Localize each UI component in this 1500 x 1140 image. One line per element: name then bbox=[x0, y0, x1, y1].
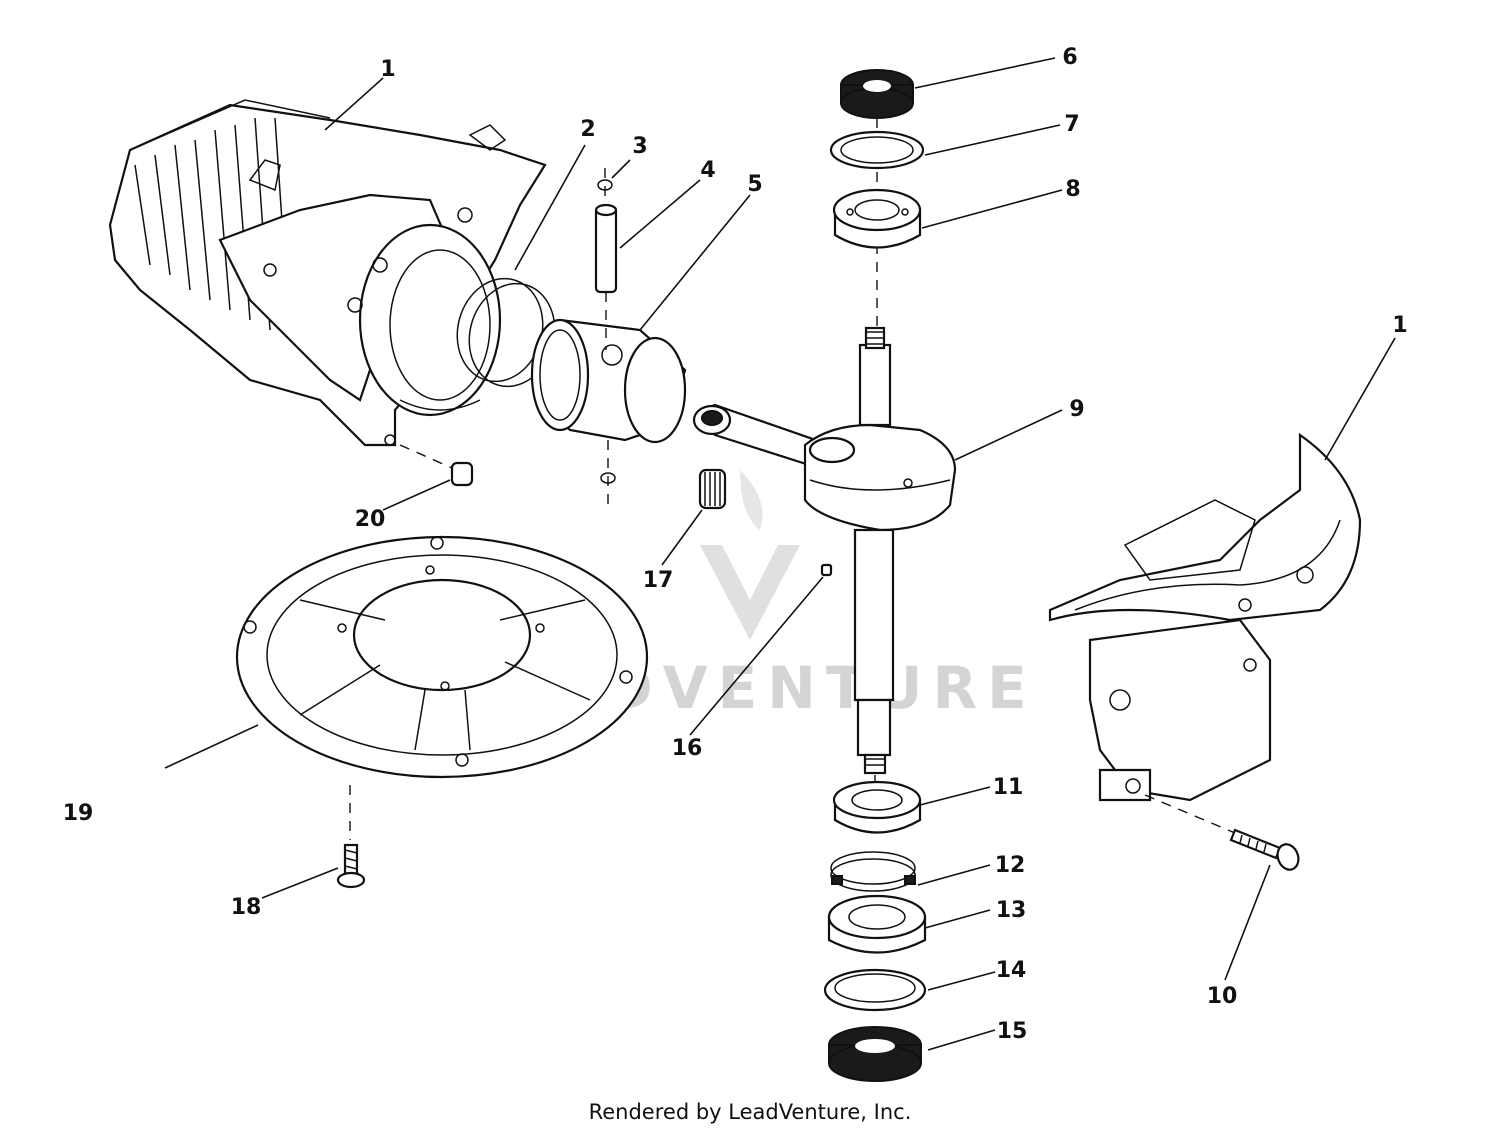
piston-pin-clips bbox=[597, 168, 616, 510]
callout-16: 16 bbox=[672, 736, 703, 761]
callout-1-crankcase-cover: 1 bbox=[1392, 313, 1407, 338]
callout-9: 9 bbox=[1069, 397, 1084, 422]
rendered-by-credit: Rendered by LeadVenture, Inc. bbox=[588, 1100, 912, 1124]
gasket-screw bbox=[336, 785, 366, 889]
callout-10: 10 bbox=[1207, 984, 1238, 1009]
callout-20: 20 bbox=[355, 507, 386, 532]
callout-15: 15 bbox=[997, 1019, 1028, 1044]
callout-11: 11 bbox=[993, 775, 1024, 800]
engine-block-left bbox=[108, 99, 547, 447]
top-bearing bbox=[832, 188, 922, 249]
callout-12: 12 bbox=[995, 853, 1026, 878]
callout-6: 6 bbox=[1062, 45, 1077, 70]
callout-2: 2 bbox=[580, 117, 595, 142]
callout-4: 4 bbox=[700, 158, 715, 183]
callout-18: 18 bbox=[231, 895, 262, 920]
crankcase-gasket-plate bbox=[235, 535, 649, 779]
bottom-spacer bbox=[832, 780, 922, 834]
leader-lines bbox=[164, 57, 1396, 1051]
bottom-spacer-ring bbox=[823, 968, 927, 1012]
crankcase-cover-right bbox=[1048, 432, 1362, 802]
callout-5: 5 bbox=[747, 172, 762, 197]
callout-8: 8 bbox=[1065, 177, 1080, 202]
retaining-ring bbox=[830, 851, 916, 892]
callout-19: 19 bbox=[63, 801, 94, 826]
needle-bearing bbox=[698, 468, 727, 510]
callout-13: 13 bbox=[996, 898, 1027, 923]
top-spacer-ring bbox=[829, 130, 925, 170]
crankshaft bbox=[692, 326, 957, 800]
bottom-bearing bbox=[827, 894, 927, 954]
cover-bolt bbox=[1144, 794, 1300, 871]
callout-labels: 1 1 2 3 4 5 6 7 8 9 10 11 12 13 14 15 16… bbox=[63, 45, 1408, 1044]
wrist-pin bbox=[594, 203, 618, 350]
bottom-seal bbox=[828, 1026, 922, 1082]
callout-3: 3 bbox=[632, 134, 647, 159]
callout-17: 17 bbox=[643, 568, 674, 593]
woodruff-pin bbox=[820, 563, 833, 577]
callout-7: 7 bbox=[1064, 112, 1079, 137]
dowel-pin bbox=[399, 444, 474, 487]
callout-14: 14 bbox=[996, 958, 1027, 983]
callout-1-engine-block: 1 bbox=[380, 57, 395, 82]
top-seal bbox=[840, 69, 914, 119]
piston bbox=[530, 318, 687, 444]
